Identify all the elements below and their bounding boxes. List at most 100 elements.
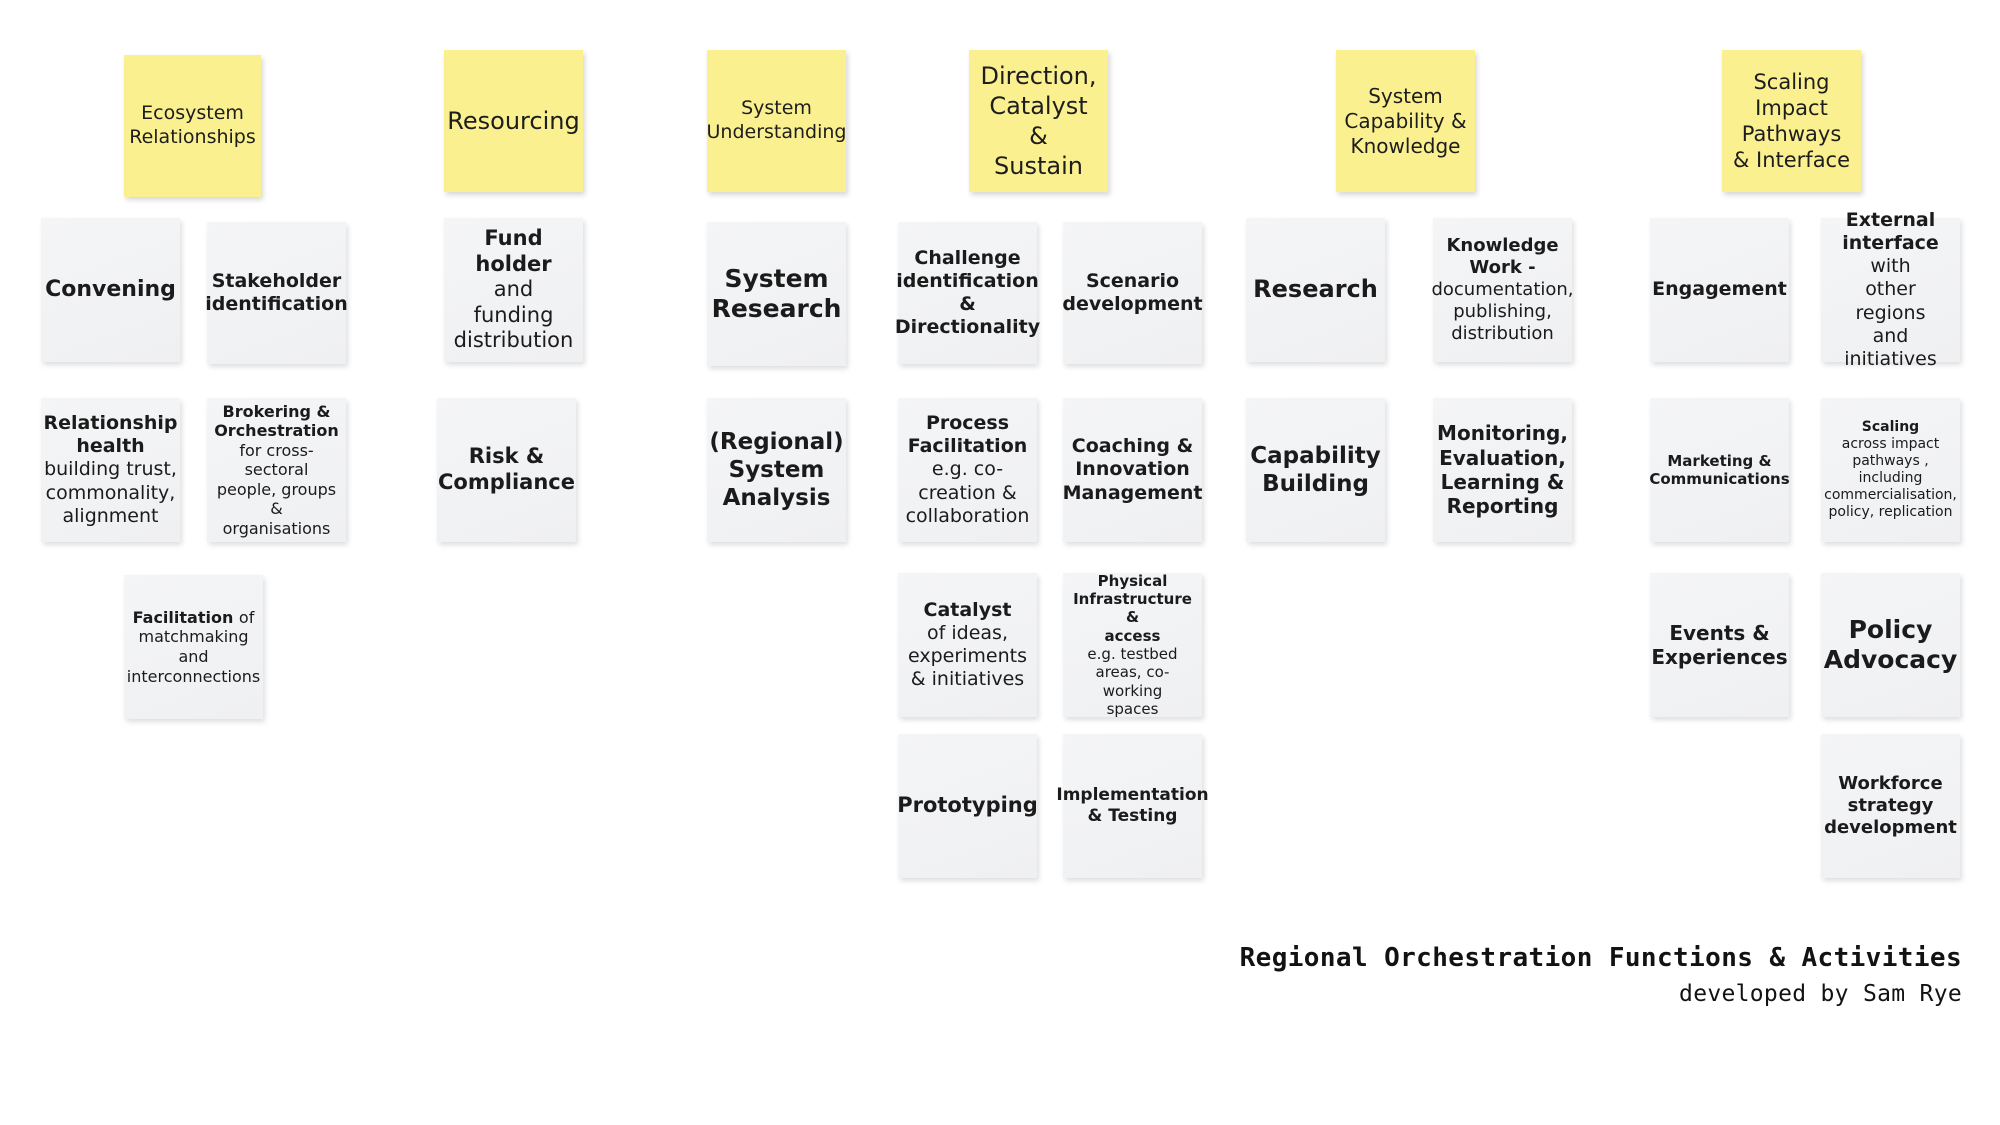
activity-card-relationship-health[interactable]: Relationship health building trust, comm… [41, 398, 180, 542]
activity-card-text: Marketing & Communications [1649, 452, 1789, 489]
activity-card-scenario-development[interactable]: Scenario development [1062, 222, 1203, 364]
activity-card-risk-compliance[interactable]: Risk & Compliance [437, 398, 576, 542]
activity-card-label: Scenario development [1062, 269, 1203, 315]
column-header-system-understanding[interactable]: System Understanding [706, 50, 847, 192]
activity-card-stakeholder-identification[interactable]: Stakeholder identification [205, 222, 348, 364]
activity-card-scaling[interactable]: Scaling across impact pathways , includi… [1821, 398, 1960, 542]
activity-card-label: Policy Advocacy [1823, 614, 1958, 675]
column-header-label: Resourcing [447, 107, 580, 135]
activity-card-text: Physical Infrastructure & access e.g. te… [1072, 572, 1193, 718]
activity-card-fund-holder[interactable]: Fund holder and funding distribution [444, 218, 583, 362]
activity-card-text: Research [1253, 275, 1378, 304]
activity-card-implementation-testing[interactable]: Implementation & Testing [1056, 734, 1209, 878]
activity-card-label: Challenge identification & Directionalit… [894, 246, 1041, 339]
activity-card-label: Fund holder [475, 225, 552, 276]
activity-card-text: External interface with other regions an… [1830, 209, 1951, 371]
activity-card-challenge-identification[interactable]: Challenge identification & Directionalit… [895, 222, 1040, 364]
activity-card-text: Risk & Compliance [438, 444, 575, 495]
board-subtitle: developed by Sam Rye [1679, 980, 1962, 1007]
activity-card-label: Brokering & Orchestration [214, 401, 339, 441]
activity-card-brokering-orchestration[interactable]: Brokering & Orchestration for cross-sect… [207, 398, 346, 542]
column-header-label: Ecosystem Relationships [129, 102, 256, 148]
column-header-system-capability-knowledge[interactable]: System Capability & Knowledge [1336, 50, 1475, 192]
activity-card-text: Coaching & Innovation Management [1063, 435, 1203, 505]
activity-card-text: (Regional) System Analysis [709, 428, 843, 512]
activity-card-label: Relationship health [43, 412, 178, 458]
activity-card-text: System Research [712, 264, 842, 325]
column-header-label: Scaling Impact Pathways & Interface [1732, 69, 1851, 173]
activity-card-knowledge-work[interactable]: Knowledge Work - documentation, publishi… [1431, 218, 1574, 362]
activity-card-policy-advocacy[interactable]: Policy Advocacy [1821, 573, 1960, 717]
activity-card-monitoring-evaluation-learning-reporting[interactable]: Monitoring, Evaluation, Learning & Repor… [1433, 398, 1572, 542]
activity-card-events-experiences[interactable]: Events & Experiences [1650, 573, 1789, 717]
activity-card-label: Coaching & Innovation Management [1062, 435, 1203, 504]
column-header-ecosystem-relationships[interactable]: Ecosystem Relationships [124, 55, 261, 197]
activity-card-sublabel: documentation, publishing, distribution [1431, 279, 1574, 344]
activity-card-text: Facilitation of matchmaking and intercon… [127, 608, 260, 686]
activity-card-marketing-communications[interactable]: Marketing & Communications [1649, 398, 1790, 542]
activity-card-label: System Research [711, 263, 842, 324]
column-header-resourcing[interactable]: Resourcing [444, 50, 583, 192]
activity-card-text: Workforce strategy development [1824, 773, 1957, 839]
activity-card-text: Convening [45, 277, 176, 304]
column-header-label: System Understanding [706, 97, 847, 143]
activity-card-process-facilitation[interactable]: Process Facilitation e.g. co- creation &… [898, 398, 1037, 542]
activity-card-sublabel: with other regions and initiatives [1844, 255, 1937, 370]
activity-card-physical-infrastructure-access[interactable]: Physical Infrastructure & access e.g. te… [1063, 572, 1202, 718]
board-title: Regional Orchestration Functions & Activ… [1239, 942, 1962, 973]
activity-card-text: Prototyping [897, 793, 1038, 819]
activity-card-label: Stakeholder identification [205, 269, 348, 315]
activity-card-label: Workforce strategy development [1824, 773, 1957, 838]
activity-card-label: Knowledge Work - [1446, 235, 1559, 279]
activity-card-text: Events & Experiences [1651, 621, 1787, 670]
activity-card-text: Catalyst of ideas, experiments & initiat… [908, 599, 1027, 692]
activity-card-text: Policy Advocacy [1824, 615, 1958, 676]
column-header-scaling-impact-pathways-interface[interactable]: Scaling Impact Pathways & Interface [1722, 50, 1861, 192]
activity-card-text: Scenario development [1062, 270, 1202, 316]
activity-card-label: Convening [45, 276, 176, 302]
activity-card-coaching-innovation-management[interactable]: Coaching & Innovation Management [1063, 398, 1202, 542]
activity-card-text: Monitoring, Evaluation, Learning & Repor… [1437, 421, 1568, 519]
activity-card-sublabel: building trust, commonality, alignment [44, 458, 177, 527]
activity-card-workforce-strategy-development[interactable]: Workforce strategy development [1821, 734, 1960, 878]
activity-card-label: Monitoring, Evaluation, Learning & Repor… [1437, 421, 1568, 519]
activity-card-capability-building[interactable]: Capability Building [1246, 398, 1385, 542]
column-header-label: Direction, Catalyst & Sustain [980, 62, 1097, 180]
activity-card-label: Risk & Compliance [438, 444, 575, 494]
activity-card-engagement[interactable]: Engagement [1650, 218, 1789, 362]
activity-card-label: Engagement [1652, 278, 1787, 301]
activity-card-sublabel: of matchmaking and interconnections [126, 607, 261, 686]
activity-card-label: Marketing & Communications [1649, 451, 1790, 488]
activity-card-sublabel: for cross-sectoral people, groups & orga… [216, 440, 337, 538]
activity-card-text: Capability Building [1250, 442, 1381, 498]
board-footer: Regional Orchestration Functions & Activ… [1240, 941, 1962, 1010]
activity-card-sublabel: and funding distribution [453, 277, 574, 353]
activity-card-label: Scaling [1861, 418, 1920, 435]
activity-card-text: Process Facilitation e.g. co- creation &… [906, 412, 1030, 528]
activity-card-text: Implementation & Testing [1056, 785, 1208, 826]
activity-card-convening[interactable]: Convening [41, 218, 180, 362]
activity-card-regional-system-analysis[interactable]: (Regional) System Analysis [707, 398, 846, 542]
activity-card-system-research[interactable]: System Research [707, 222, 846, 366]
activity-card-text: Relationship health building trust, comm… [44, 412, 178, 528]
activity-card-external-interface[interactable]: External interface with other regions an… [1821, 209, 1960, 370]
activity-card-research[interactable]: Research [1246, 218, 1385, 362]
activity-card-sublabel: of ideas, experiments & initiatives [907, 621, 1028, 691]
activity-card-label: External interface [1842, 208, 1939, 255]
activity-card-text: Brokering & Orchestration for cross-sect… [214, 402, 339, 539]
column-header-label: System Capability & Knowledge [1344, 83, 1467, 158]
activity-card-label: Physical Infrastructure & access [1073, 571, 1192, 645]
activity-card-text: Scaling across impact pathways , includi… [1824, 419, 1957, 521]
activity-card-label: Catalyst [923, 598, 1012, 621]
activity-card-facilitation[interactable]: Facilitation of matchmaking and intercon… [124, 575, 263, 719]
column-header-direction-catalyst-sustain[interactable]: Direction, Catalyst & Sustain [969, 50, 1108, 192]
activity-card-text: Challenge identification & Directionalit… [895, 247, 1040, 340]
activity-card-label: Process Facilitation [907, 412, 1028, 458]
activity-card-label: (Regional) System Analysis [709, 428, 844, 512]
activity-card-catalyst[interactable]: Catalyst of ideas, experiments & initiat… [898, 573, 1037, 717]
activity-card-text: Knowledge Work - documentation, publishi… [1431, 235, 1573, 345]
activity-card-sublabel: e.g. co- creation & collaboration [905, 458, 1030, 527]
activity-card-label: Research [1253, 275, 1378, 304]
activity-card-prototyping[interactable]: Prototyping [897, 734, 1038, 878]
